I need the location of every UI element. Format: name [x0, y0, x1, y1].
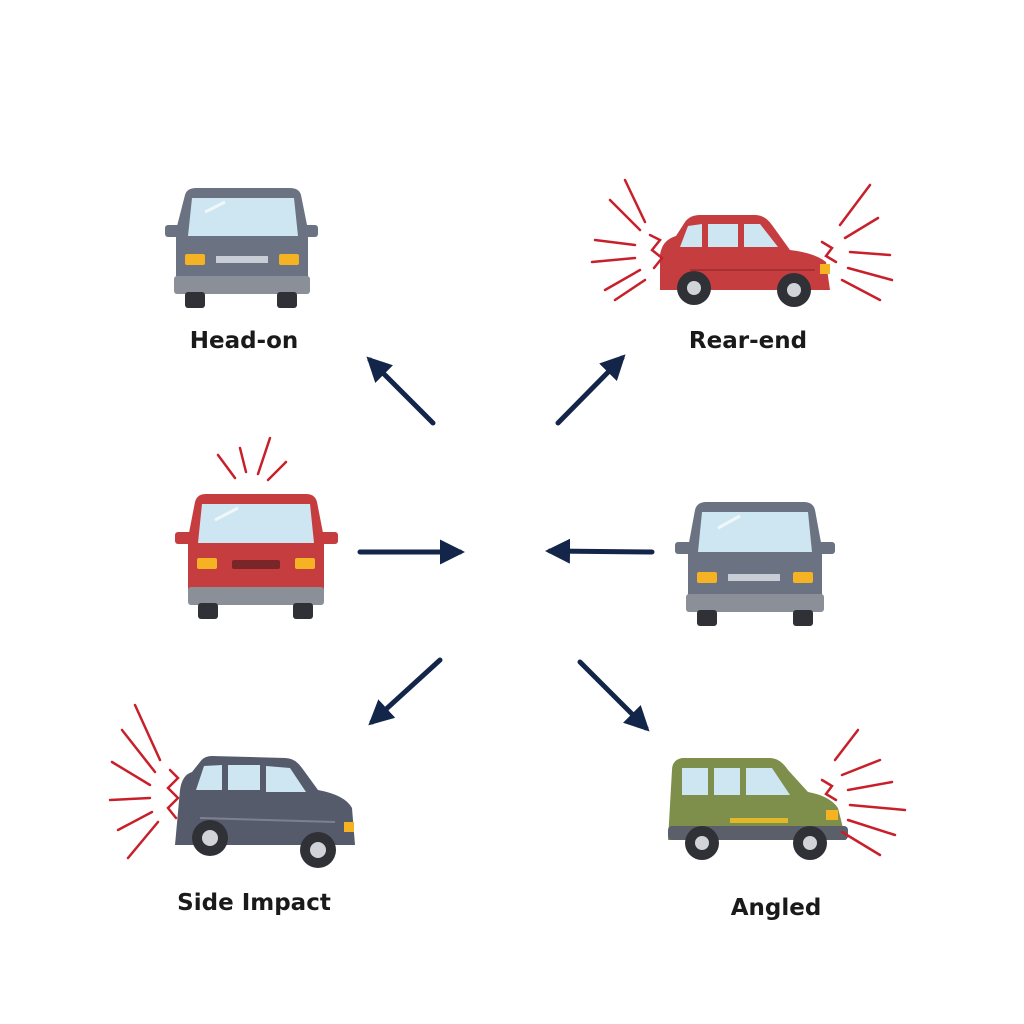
center-left-car-icon	[175, 436, 338, 619]
arrow-to-head-on	[366, 356, 436, 426]
arrow-to-side-impact	[368, 657, 443, 726]
side-impact-car-icon	[108, 703, 355, 868]
angled-car-icon	[668, 728, 907, 860]
side-impact-label: Side Impact	[177, 890, 331, 916]
head-on-car-icon	[165, 188, 318, 308]
head-on-label: Head-on	[189, 328, 299, 354]
arrow-to-rear-end	[555, 354, 626, 426]
arrow-to-angled	[577, 659, 650, 732]
rear-end-car-icon	[590, 178, 894, 307]
center-right-car-icon	[675, 502, 835, 626]
angled-label: Angled	[730, 895, 822, 921]
arrow-center-left	[545, 538, 655, 564]
rear-end-label: Rear-end	[688, 328, 808, 354]
